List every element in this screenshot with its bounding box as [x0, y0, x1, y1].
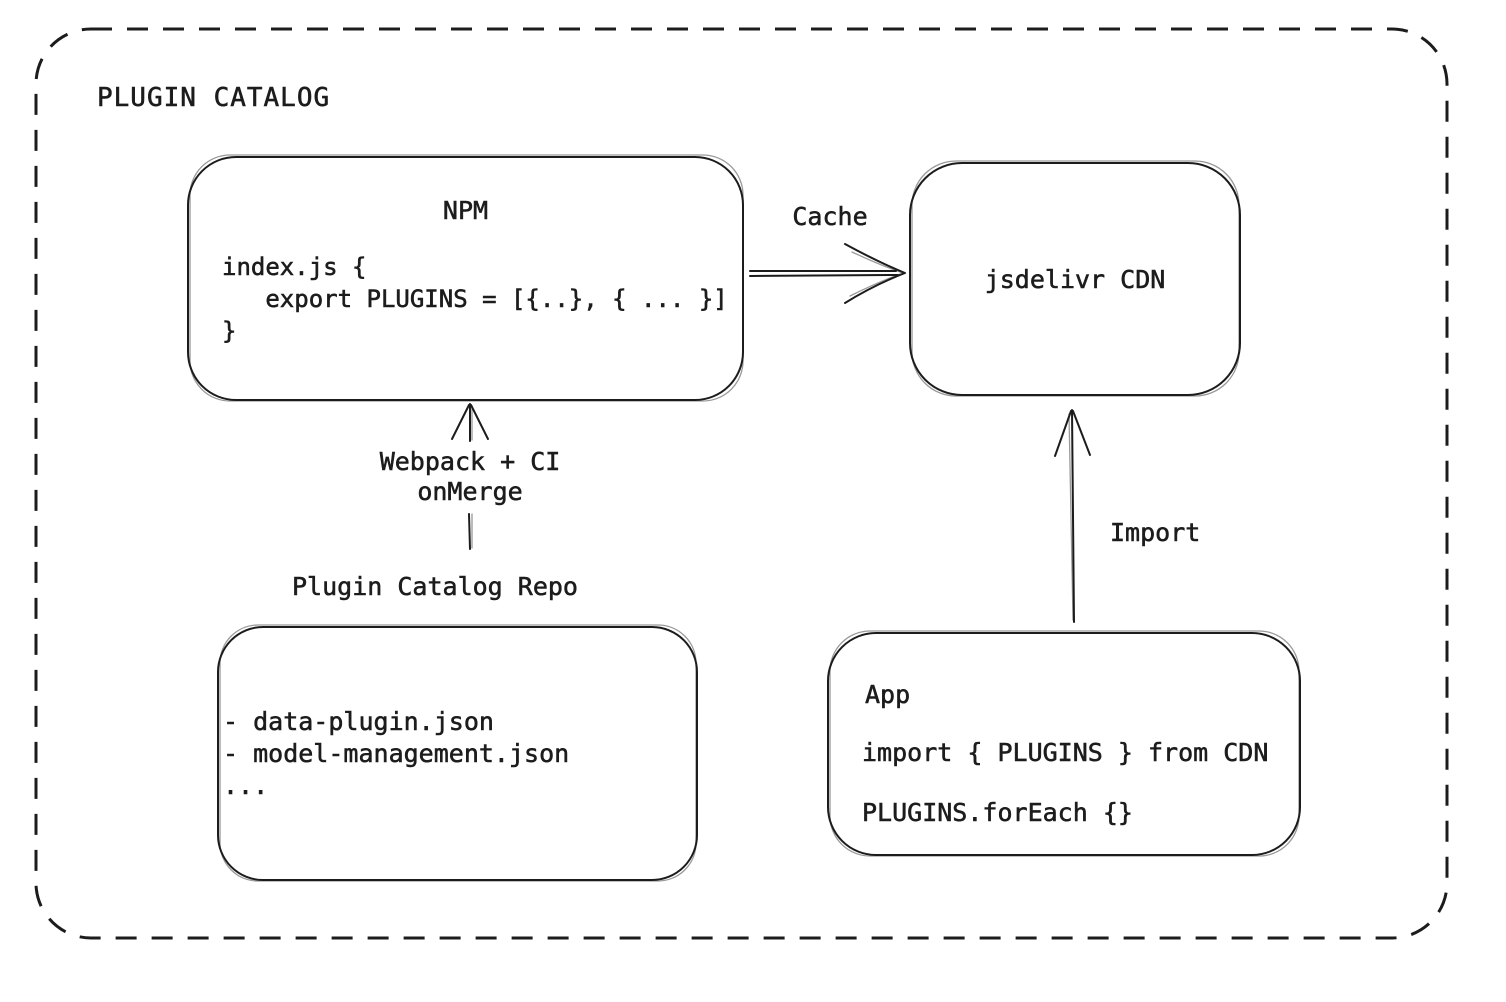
import-arrow — [1054, 409, 1091, 623]
app-code-line-1: import { PLUGINS } from CDN — [862, 738, 1269, 768]
repo-box-label: Plugin Catalog Repo — [292, 572, 579, 602]
import-arrow-label: Import — [1110, 518, 1201, 548]
npm-box-title: NPM — [442, 196, 489, 226]
cache-arrow — [749, 243, 906, 304]
plugin-catalog-title: PLUGIN CATALOG — [97, 83, 331, 114]
build-arrow-label-line-1: Webpack + CI — [379, 447, 561, 477]
npm-code-line-1: index.js { — [222, 253, 367, 282]
npm-code-line-3: } — [222, 317, 237, 346]
npm-box — [187, 154, 744, 402]
cdn-box-label: jsdelivr CDN — [984, 265, 1166, 295]
plugin-catalog-dashed-border — [34, 27, 1449, 940]
app-code-line-2: PLUGINS.forEach {} — [862, 798, 1133, 828]
npm-code-line-2: export PLUGINS = [{..}, { ... }] — [222, 285, 728, 314]
repo-file-line-1: - data-plugin.json — [223, 707, 494, 737]
repo-box — [217, 624, 698, 882]
cache-arrow-label: Cache — [792, 202, 868, 232]
repo-file-line-3: ... — [223, 771, 269, 801]
app-box — [827, 630, 1301, 857]
cdn-box — [909, 160, 1241, 397]
repo-file-line-2: - model-management.json — [223, 739, 570, 769]
app-box-title: App — [865, 680, 911, 710]
build-arrow — [451, 403, 489, 550]
build-arrow-label-line-2: onMerge — [417, 477, 523, 507]
